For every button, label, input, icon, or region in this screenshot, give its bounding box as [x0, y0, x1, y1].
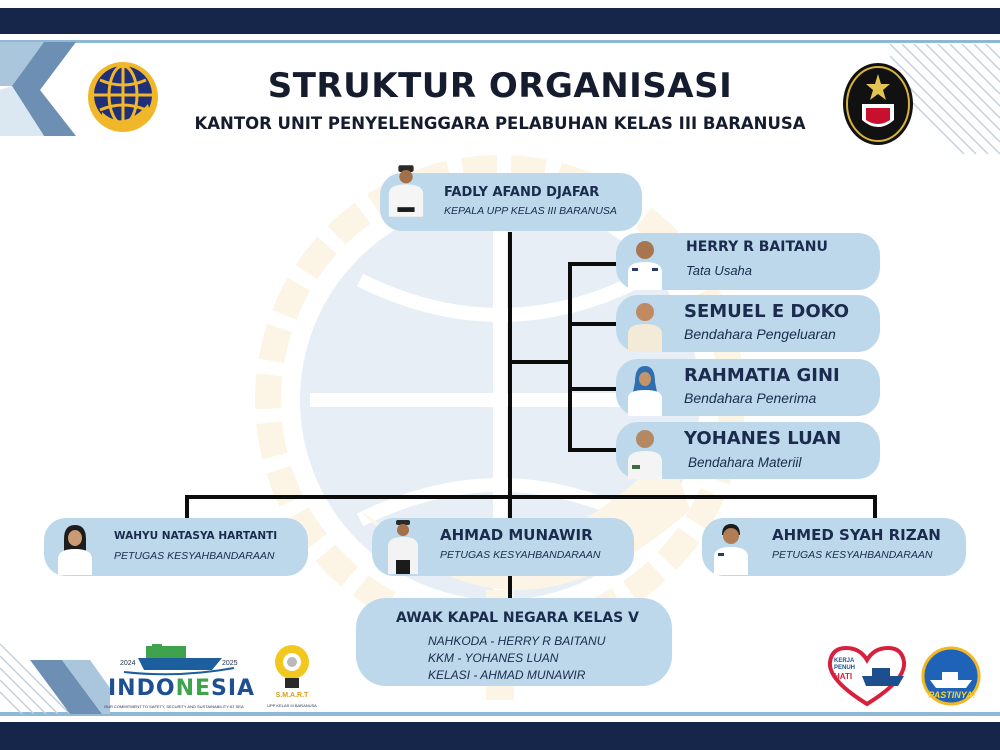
wordmark-part-c: SIA: [211, 676, 256, 701]
crew-title: AWAK KAPAL NEGARA KELAS V: [396, 610, 639, 626]
connector-staff-3: [568, 387, 622, 391]
staff-name: HERRY R BAITANU: [686, 239, 828, 255]
smart-acronym: S.M.A.R.T: [275, 692, 309, 699]
kerja-line-1: KERJA: [834, 658, 855, 664]
staff-name: SEMUEL E DOKO: [684, 301, 850, 322]
crew-card: AWAK KAPAL NEGARA KELAS V NAHKODA - HERR…: [356, 598, 672, 686]
staff-card: YOHANES LUAN Bendahara Materiil: [616, 422, 880, 479]
connector-staff-1: [568, 262, 622, 266]
officer-name: AHMED SYAH RIZAN: [772, 526, 941, 544]
indonesia-maritime-logo: 2024 2025 INDONESIA OUR COMMITMENT TO SA…: [104, 642, 256, 716]
portrait-photo-icon: [628, 241, 662, 290]
kerja-penuh-hati-logo: KERJA PENUH HATI: [824, 644, 910, 708]
head-card: FADLY AFAND DJAFAR KEPALA UPP KELAS III …: [380, 165, 642, 231]
officer-name: AHMAD MUNAWIR: [440, 526, 593, 544]
corner-chevron-decoration: [0, 42, 76, 136]
staff-card: HERRY R BAITANU Tata Usaha: [616, 233, 880, 290]
ministry-transport-emblem-icon: [88, 62, 158, 132]
connector-staff-2: [568, 322, 622, 326]
portrait-photo-icon: [58, 525, 92, 575]
connector-staff-4: [568, 448, 622, 452]
officer-name: WAHYU NATASYA HARTANTI: [114, 530, 278, 542]
globe-ship-icon: [921, 646, 981, 706]
connector-main-vertical: [508, 232, 512, 602]
staff-card: SEMUEL E DOKO Bendahara Pengeluaran: [616, 295, 880, 352]
crew-line: KKM - YOHANES LUAN: [428, 651, 559, 665]
bottom-banner-bar: [0, 722, 1000, 750]
officer-role: PETUGAS KESYAHBANDARAAN: [440, 549, 601, 561]
portrait-photo-icon: [628, 430, 662, 479]
head-role: KEPALA UPP KELAS III BARANUSA: [444, 205, 617, 217]
kerja-line-2: PENUH: [834, 665, 856, 671]
bottom-accent-line: [0, 712, 1000, 716]
officer-card: AHMAD MUNAWIR PETUGAS KESYAHBANDARAAN: [372, 518, 634, 576]
staff-role: Bendahara Penerima: [684, 390, 817, 406]
smart-logo: S.M.A.R.T UPP KELAS III BARANUSA: [262, 642, 322, 714]
staff-card: RAHMATIA GINI Bendahara Penerima: [616, 359, 880, 416]
kerja-line-3: HATI: [834, 672, 853, 681]
wordmark-part-a: INDO: [108, 676, 176, 701]
pastinya-text: PASTINYA!: [928, 690, 976, 700]
connector-officers-horizontal: [185, 495, 875, 499]
top-banner-bar: [0, 8, 1000, 34]
portrait-photo-icon: [388, 165, 424, 217]
indonesia-year-end: 2025: [222, 660, 238, 667]
sea-police-emblem-icon: [843, 63, 913, 145]
page-subtitle: KANTOR UNIT PENYELENGGARA PELABUHAN KELA…: [194, 114, 806, 133]
officer-card: AHMED SYAH RIZAN PETUGAS KESYAHBANDARAAN: [702, 518, 966, 576]
indonesia-year-start: 2024: [120, 660, 136, 667]
portrait-photo-icon: [628, 303, 662, 352]
connector-officer-right: [873, 495, 877, 520]
portrait-photo-icon: [388, 520, 418, 574]
staff-name: YOHANES LUAN: [684, 428, 842, 449]
portrait-photo-icon: [714, 524, 748, 575]
officer-card: WAHYU NATASYA HARTANTI PETUGAS KESYAHBAN…: [44, 518, 308, 576]
pastinya-logo: PASTINYA!: [916, 646, 986, 708]
staff-role: Bendahara Pengeluaran: [684, 326, 836, 342]
staff-role: Bendahara Materiil: [688, 455, 802, 470]
top-accent-line: [0, 40, 1000, 43]
connector-staff-spine: [568, 262, 572, 452]
indonesia-wordmark: INDONESIA: [108, 676, 255, 701]
officer-role: PETUGAS KESYAHBANDARAAN: [772, 549, 933, 561]
lightbulb-icon: [275, 645, 309, 688]
connector-staff-branch: [510, 360, 570, 364]
crew-line: NAHKODA - HERRY R BAITANU: [428, 634, 606, 648]
smart-caption: UPP KELAS III BARANUSA: [267, 703, 317, 708]
staff-name: RAHMATIA GINI: [684, 365, 840, 386]
connector-officer-left: [185, 495, 189, 520]
wordmark-part-b: NE: [175, 676, 212, 701]
indonesia-tagline: OUR COMMITMENT TO SAFETY, SECURITY AND S…: [104, 704, 244, 709]
heart-ship-icon: [827, 645, 907, 707]
staff-role: Tata Usaha: [686, 263, 753, 278]
officer-role: PETUGAS KESYAHBANDARAAN: [114, 550, 275, 562]
portrait-photo-icon: [628, 366, 662, 416]
ship-icon: [123, 644, 235, 676]
page-title: STRUKTUR ORGANISASI: [267, 66, 733, 106]
corner-chevron-decoration-bottom: [0, 643, 110, 715]
head-name: FADLY AFAND DJAFAR: [444, 185, 600, 200]
crew-line: KELASI - AHMAD MUNAWIR: [428, 668, 586, 682]
